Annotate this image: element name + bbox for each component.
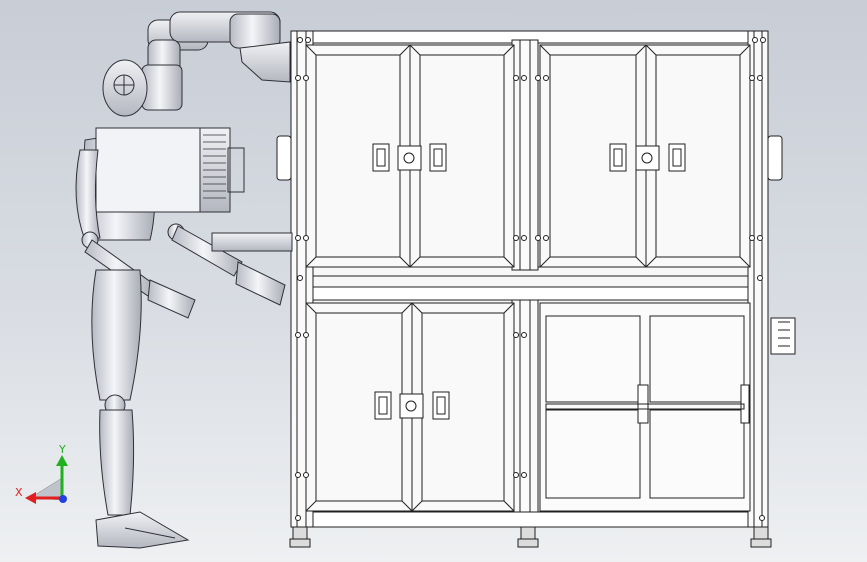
x-axis-arrow	[25, 492, 36, 504]
y-axis-arrow	[56, 455, 68, 466]
upper-left-doors	[305, 44, 515, 268]
humanoid-robot	[75, 11, 293, 549]
y-axis-label: Y	[58, 443, 66, 456]
z-axis-dot	[59, 495, 67, 503]
frame-bolts	[295, 37, 766, 521]
x-axis-label: X	[15, 486, 23, 499]
lower-right-panels	[539, 302, 751, 512]
equipment-cabinet	[276, 30, 796, 548]
upper-right-doors	[539, 44, 751, 268]
coordinate-triad: Y X	[15, 443, 68, 504]
leveling-feet	[289, 526, 772, 548]
lower-left-doors	[305, 302, 515, 512]
